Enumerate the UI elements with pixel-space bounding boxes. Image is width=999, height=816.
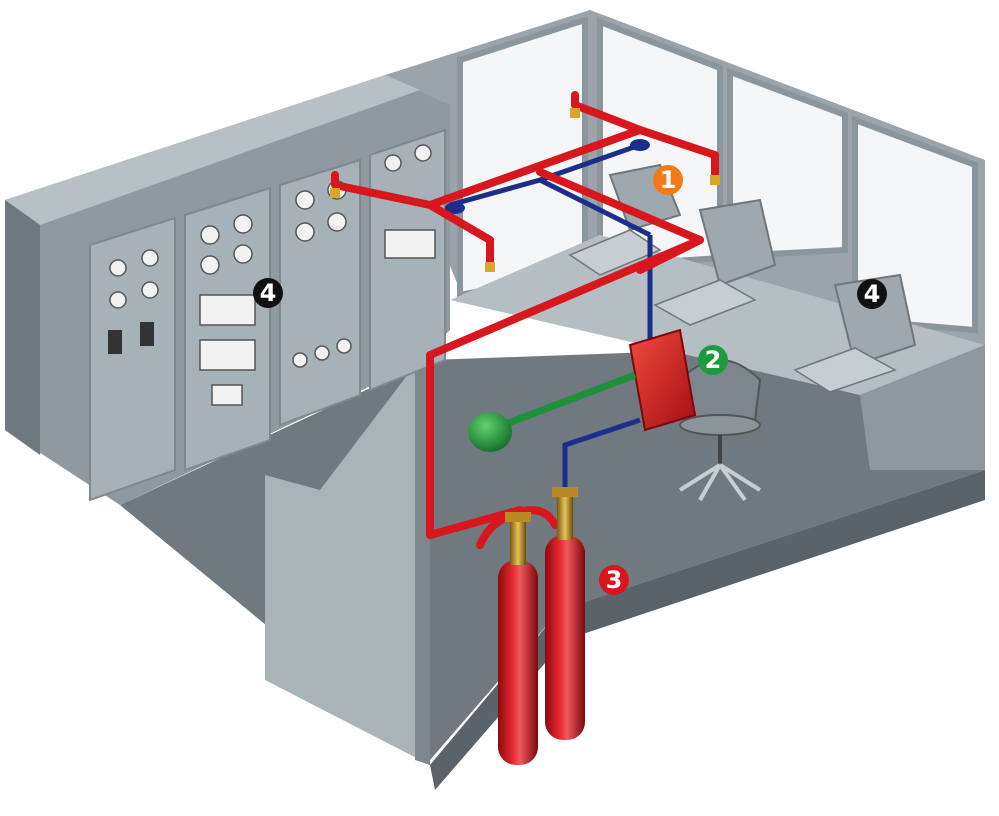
computer-terminals [568, 163, 917, 393]
panel-3 [279, 158, 361, 427]
green-line [488, 371, 637, 434]
cylinder-2 [545, 487, 585, 740]
panel-1 [89, 216, 176, 502]
gas-cylinders [498, 487, 585, 765]
callout-label: 4 [864, 280, 881, 308]
callout-badge-4-panels: 4 [253, 278, 283, 308]
callout-label: 2 [705, 346, 722, 374]
alarm-bell [468, 412, 512, 452]
callout-circle [698, 345, 728, 375]
callouts: 1 2 3 4 4 [253, 165, 887, 595]
cylinder-1 [498, 512, 538, 765]
panel-2 [184, 186, 271, 472]
terminal-2 [653, 198, 777, 326]
smoke-detector [630, 139, 650, 151]
callout-badge-4-terminal: 4 [857, 279, 887, 309]
detectors [445, 139, 650, 214]
callout-circle [857, 279, 887, 309]
callout-badge-2: 2 [698, 345, 728, 375]
terminal-3 [793, 273, 917, 393]
desk-front [860, 345, 985, 470]
callout-circle [653, 165, 683, 195]
cabinet-side [5, 200, 40, 455]
cutaway-wall [265, 360, 430, 765]
callout-circle [599, 565, 629, 595]
callout-circle [253, 278, 283, 308]
callout-badge-3: 3 [599, 565, 629, 595]
smoke-detector [445, 202, 465, 214]
callout-label: 4 [260, 279, 277, 307]
cabinet-top [5, 75, 420, 225]
nozzles [330, 108, 720, 272]
front-floor-edge [430, 470, 985, 790]
control-box [628, 328, 697, 432]
office-chair [678, 359, 762, 502]
callout-badge-1: 1 [653, 165, 683, 195]
control-unit [468, 328, 697, 452]
callout-label: 3 [606, 566, 623, 594]
callout-label: 1 [660, 166, 677, 194]
